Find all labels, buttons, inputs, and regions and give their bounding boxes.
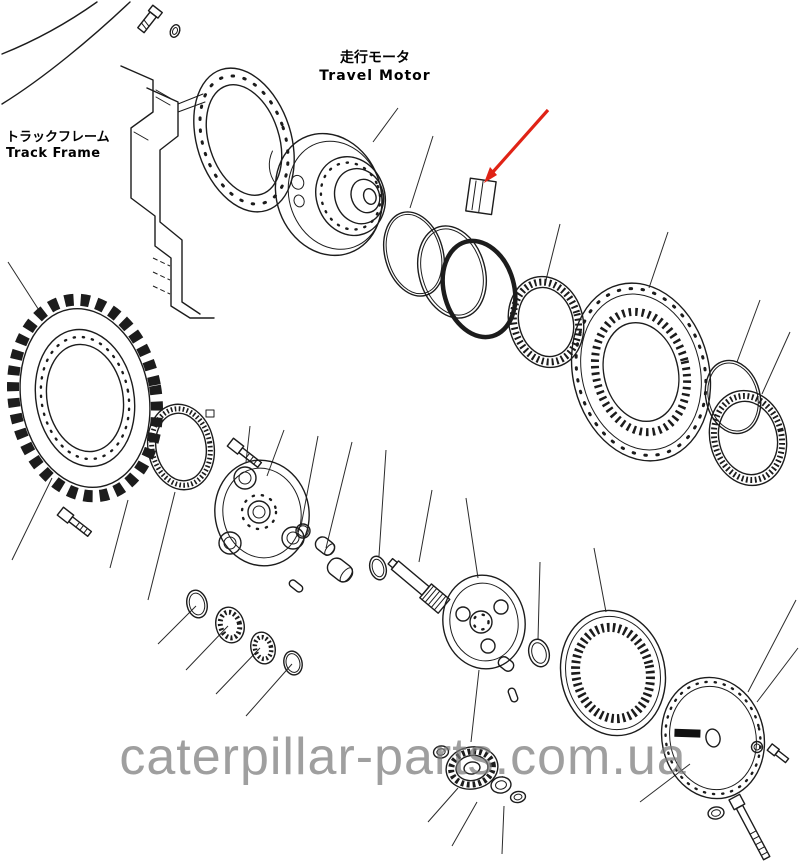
planet-roller xyxy=(314,536,336,556)
track-frame-label: トラックフレーム Track Frame xyxy=(6,130,146,163)
o-ring-right xyxy=(704,359,762,435)
o-ring-thick xyxy=(440,238,518,340)
travel-motor-label: 走行モータ Travel Motor xyxy=(300,50,450,85)
lock-nut xyxy=(490,776,512,794)
track-frame xyxy=(1,1,215,319)
pinion-shaft xyxy=(387,557,451,614)
travel-motor-label-jp: 走行モータ xyxy=(340,50,410,66)
shim-washer-left xyxy=(186,589,208,619)
bearing-right xyxy=(708,389,788,487)
cover-plate xyxy=(660,676,766,800)
motor-mount-flange xyxy=(193,67,295,213)
sprocket xyxy=(6,293,164,503)
roller-small xyxy=(497,656,515,672)
ring-gear-lower xyxy=(559,609,667,737)
pin-small xyxy=(507,687,519,703)
o-ring-small xyxy=(295,523,311,539)
second-planetary-carrier xyxy=(442,574,526,670)
spline-coupling-ring xyxy=(507,275,585,369)
thrust-washer xyxy=(368,555,388,581)
bottom-bearing xyxy=(445,746,499,790)
washer-cover xyxy=(707,806,725,820)
washer-right-small xyxy=(750,740,764,754)
track-frame-label-en: Track Frame xyxy=(6,146,101,162)
washer-bottom-left xyxy=(432,745,450,759)
roller-cage xyxy=(250,631,276,665)
seal-ring-2 xyxy=(417,225,487,319)
bearing-left xyxy=(146,403,216,491)
travel-motor-label-en: Travel Motor xyxy=(319,67,431,84)
ring-gear-hub xyxy=(570,282,712,462)
red-arrow xyxy=(484,108,550,183)
planet-bushing xyxy=(326,557,354,583)
washer-top xyxy=(169,24,181,38)
snap-ring xyxy=(283,650,303,676)
mounting-bolt-top xyxy=(137,4,163,34)
washer-ring xyxy=(527,638,551,668)
bolt-left xyxy=(56,506,93,537)
bolt-mid xyxy=(226,437,263,468)
bearing-cone xyxy=(215,606,245,644)
track-frame-label-jp: トラックフレーム xyxy=(6,130,110,145)
planetary-carrier xyxy=(214,459,310,567)
cover-bolt-long xyxy=(728,793,771,861)
key-block xyxy=(205,409,215,418)
shim-plate xyxy=(465,177,497,216)
dowel-pin xyxy=(288,579,304,593)
bolt-right-small xyxy=(766,743,790,764)
leader-lines xyxy=(7,107,799,855)
travel-motor xyxy=(268,132,386,257)
washer-bottom-right xyxy=(509,790,527,804)
red-arrowhead xyxy=(484,167,497,183)
